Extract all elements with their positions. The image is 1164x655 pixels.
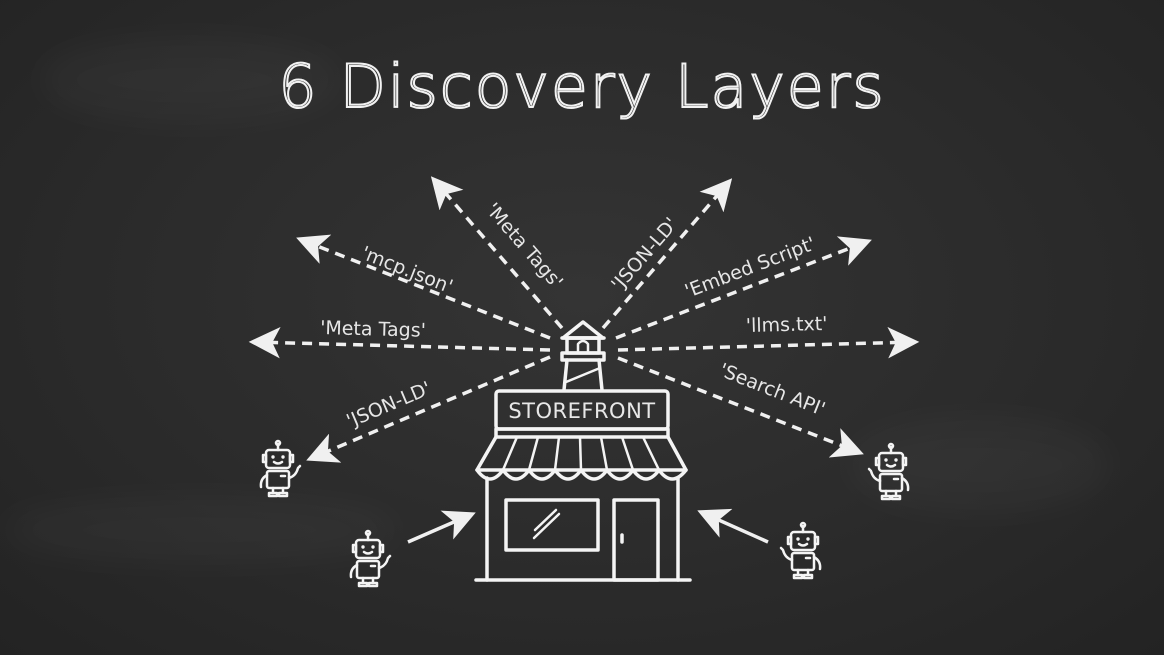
label-json-ld-top: 'JSON-LD' <box>607 213 682 295</box>
diagram-title: 6 Discovery Layers <box>277 51 886 123</box>
robot-icon <box>867 442 910 501</box>
label-meta-tags-left: 'Meta Tags' <box>320 317 426 342</box>
arrow-search-api <box>617 356 864 458</box>
label-mcp-json: 'mcp.json' <box>358 242 456 298</box>
arrow-json-ld-left <box>306 355 551 463</box>
robot-icon <box>259 439 302 498</box>
arrow-meta-tags-top <box>430 176 564 330</box>
robot-icon <box>349 529 392 588</box>
storefront-sign: STOREFRONT <box>508 399 655 423</box>
arrow-embed-script <box>615 236 872 340</box>
arrow-robot-incoming-right <box>697 508 769 544</box>
label-search-api: 'Search API' <box>716 359 828 420</box>
arrow-llms-txt <box>617 326 920 359</box>
arrow-json-ld-top <box>601 178 733 330</box>
storefront-icon: STOREFRONT <box>474 320 692 582</box>
arrow-mcp-json <box>296 234 551 340</box>
label-meta-tags-top: 'Meta Tags' <box>481 199 567 293</box>
robot-icon <box>779 521 822 580</box>
lighthouse-icon <box>560 320 606 392</box>
arrow-meta-tags-left <box>248 326 551 359</box>
label-llms-txt: 'llms.txt' <box>746 313 828 337</box>
arrow-robot-incoming-left <box>407 510 476 544</box>
